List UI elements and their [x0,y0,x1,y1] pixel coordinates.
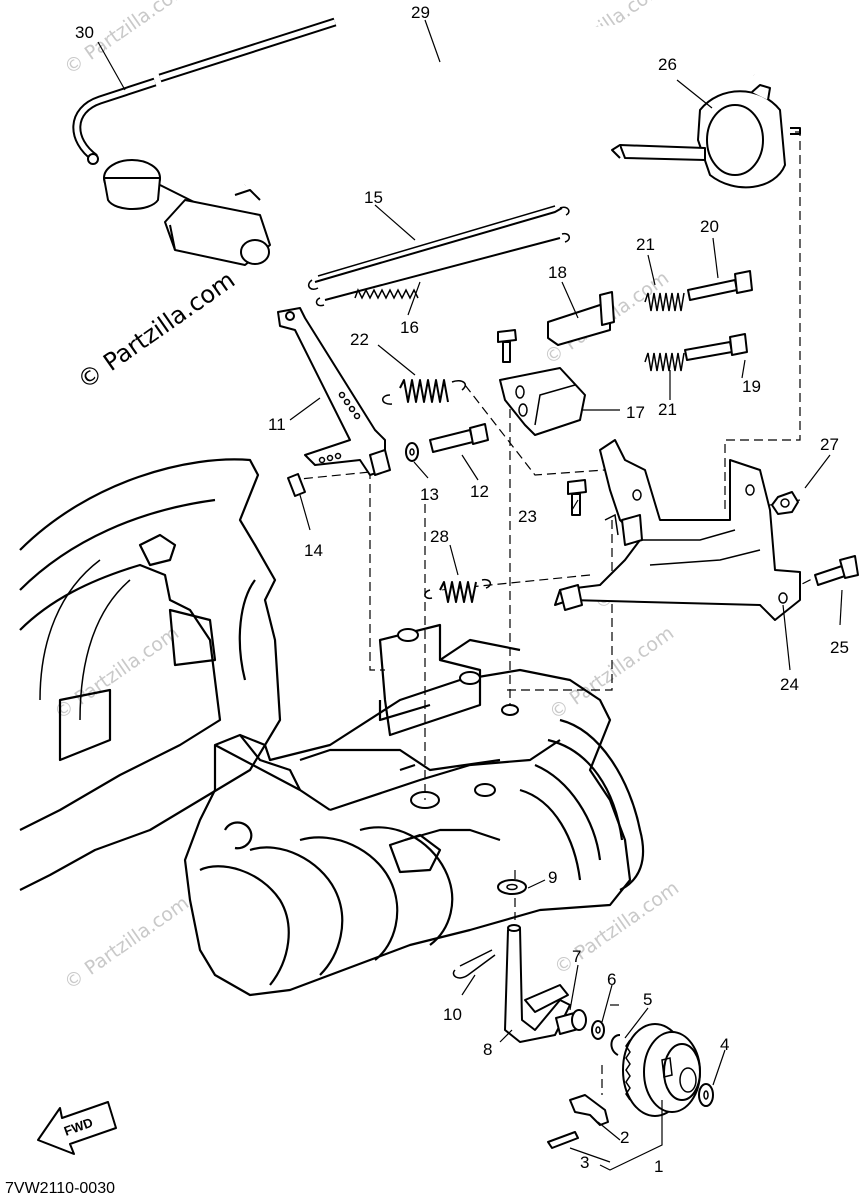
callout-21b: 21 [658,400,677,419]
part-21-spring-lower [644,352,685,372]
callout-28: 28 [430,527,449,546]
callout-9: 9 [548,868,557,887]
part-24-bracket [554,439,801,621]
part-22-spring [382,379,466,405]
part-5-circlip [610,1034,621,1056]
part-20-bolt [687,270,753,301]
engine-block [19,458,645,997]
callout-20: 20 [700,217,719,236]
part-4-washer [698,1083,714,1107]
vacuum-hose-assembly [72,17,757,266]
callouts: 30 29 26 15 20 21 18 16 22 19 21 17 11 2… [75,3,849,1176]
screw-above-17 [497,329,517,363]
callout-6: 6 [607,970,616,989]
callout-22: 22 [350,330,369,349]
watermark: © Partzilla.com [50,622,183,724]
part-26-actuator [611,84,801,189]
part-21-spring-upper [644,292,685,312]
callout-24: 24 [780,675,799,694]
part-10-clip [452,949,496,979]
callout-4: 4 [720,1035,729,1054]
callout-13: 13 [420,485,439,504]
callout-7: 7 [572,947,581,966]
part-14-plate [287,473,306,497]
part-28-spring [424,578,492,603]
callout-26: 26 [658,55,677,74]
part-2-weight [569,1094,609,1126]
watermark-main: © Partzilla.com [72,266,240,395]
leader-lines [97,19,843,1171]
callout-10: 10 [443,1005,462,1024]
callout-15: 15 [364,188,383,207]
part-13-washer [405,442,419,462]
callout-2: 2 [620,1128,629,1147]
governor-gear [622,1023,701,1117]
callout-23: 23 [518,507,537,526]
callout-19: 19 [742,377,761,396]
callout-29: 29 [411,3,430,22]
callout-17: 17 [626,403,645,422]
part-9-washer [497,879,527,895]
callout-3: 3 [580,1153,589,1172]
part-27-nut [771,491,799,515]
part-17-bracket [499,367,586,436]
link-rods [307,205,570,307]
part-18-bracket [547,291,615,346]
part-7-collar [555,1009,587,1035]
callout-8: 8 [483,1040,492,1059]
callout-27: 27 [820,435,839,454]
callout-11: 11 [268,415,286,434]
part-3-pin [547,1131,579,1149]
callout-30: 30 [75,23,94,42]
callout-12: 12 [470,482,489,501]
callout-14: 14 [304,541,323,560]
part-19-bolt [684,333,748,361]
callout-1: 1 [654,1157,663,1176]
part-6-washer [591,1020,605,1040]
callout-5: 5 [643,990,652,1009]
part-25-bolt [814,555,859,586]
diagram-code: 7VW2110-0030 [5,1180,115,1197]
part-11-lever [277,307,391,476]
callout-21a: 21 [636,235,655,254]
part-23-bolt [567,479,587,516]
callout-25: 25 [830,638,849,657]
part-8-shaft [504,924,571,1043]
callout-18: 18 [548,263,567,282]
callout-16: 16 [400,318,419,337]
fwd-arrow-icon: FWD [37,1101,117,1155]
part-12-bolt [429,423,489,453]
watermark: © Partzilla.com [550,877,683,979]
watermark: © Partzilla.com [60,892,193,994]
